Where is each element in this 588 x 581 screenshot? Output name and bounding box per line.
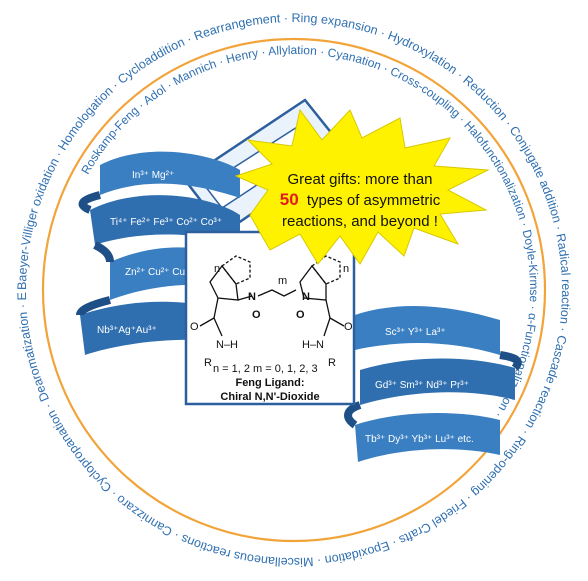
burst-line-3: reactions, and beyond !: [282, 213, 438, 230]
n-subscript-right: n: [343, 263, 349, 275]
ribbon-right-row-3: Tb³⁺ Dy³⁺ Yb³⁺ Lu³⁺ etc.: [365, 434, 474, 445]
burst-number: 50: [280, 190, 299, 209]
n-plus-left: N: [248, 291, 256, 303]
r-left: R: [204, 357, 212, 369]
amide-o-right: O: [344, 321, 353, 333]
caption-line-1: Feng Ligand:: [235, 377, 304, 389]
ligand-structure: [199, 255, 345, 337]
starburst: [234, 108, 490, 265]
ribbon-left-row-2: Ti⁴⁺ Fe²⁺ Fe³⁺ Co²⁺ Co³⁺: [110, 217, 222, 228]
amide-o-left: O: [190, 321, 199, 333]
burst-line-2: 50 types of asymmetric: [280, 190, 441, 209]
r-right: R: [328, 357, 336, 369]
ribbon-right-row-2: Gd³⁺ Sm³⁺ Nd³⁺ Pr³⁺: [375, 380, 469, 391]
burst-line-1: Great gifts: more than: [287, 171, 432, 188]
nh-left: N–H: [216, 339, 238, 351]
ribbon-left-row-3: Zn²⁺ Cu²⁺ Cu⁺ Ni²⁺: [125, 267, 211, 278]
ring-size-conditions: n = 1, 2 m = 0, 1, 2, 3: [213, 363, 318, 375]
o-minus-left: O: [252, 309, 261, 321]
right-ribbon: [344, 305, 522, 462]
o-minus-right: O: [296, 309, 305, 321]
ribbon-right-row-1: Sc³⁺ Y³⁺ La³⁺: [385, 327, 446, 338]
hn-right: H–N: [302, 339, 324, 351]
orange-ring: [41, 37, 547, 543]
n-subscript-left: n: [214, 263, 220, 275]
ribbon-left-row-1: In³⁺ Mg²⁺: [132, 170, 174, 181]
n-plus-right: N: [302, 291, 310, 303]
burst-line-2-rest: types of asymmetric: [307, 192, 441, 209]
ribbon-left-row-4: Nb³⁺Ag⁺Au³⁺: [97, 325, 157, 336]
caption-line-2: Chiral N,N'-Dioxide: [220, 391, 319, 403]
m-subscript: m: [278, 275, 287, 287]
